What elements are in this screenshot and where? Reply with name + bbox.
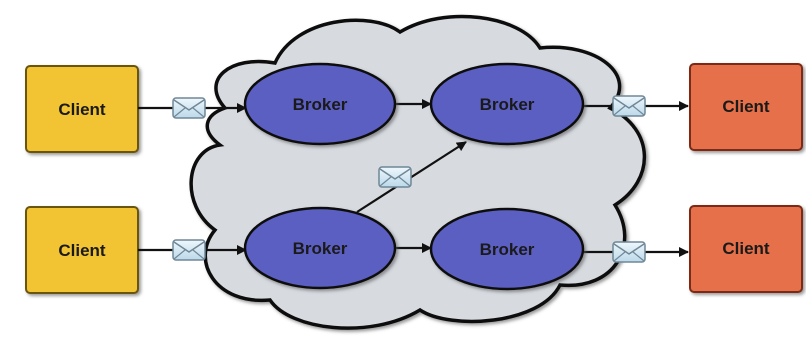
broker-label: Broker [480,95,535,114]
broker-top-right: Broker [429,62,585,146]
client-label: Client [58,241,106,260]
envelope-icon [172,239,206,261]
envelope-icon [378,166,412,188]
broker-label: Broker [480,240,535,259]
client-box-right-top: Client [689,63,803,151]
broker-label: Broker [293,95,348,114]
client-label: Client [58,100,106,119]
broker-bottom-right: Broker [429,207,585,291]
client-box-left-top: Client [25,65,139,153]
broker-label: Broker [293,239,348,258]
envelope-icon [172,97,206,119]
broker-bottom-left: Broker [243,206,397,290]
envelope-icon [612,95,646,117]
broker-top-left: Broker [243,62,397,146]
envelope-icon [612,241,646,263]
client-box-left-bottom: Client [25,206,139,294]
client-label: Client [722,97,770,116]
client-label: Client [722,239,770,258]
client-box-right-bottom: Client [689,205,803,293]
